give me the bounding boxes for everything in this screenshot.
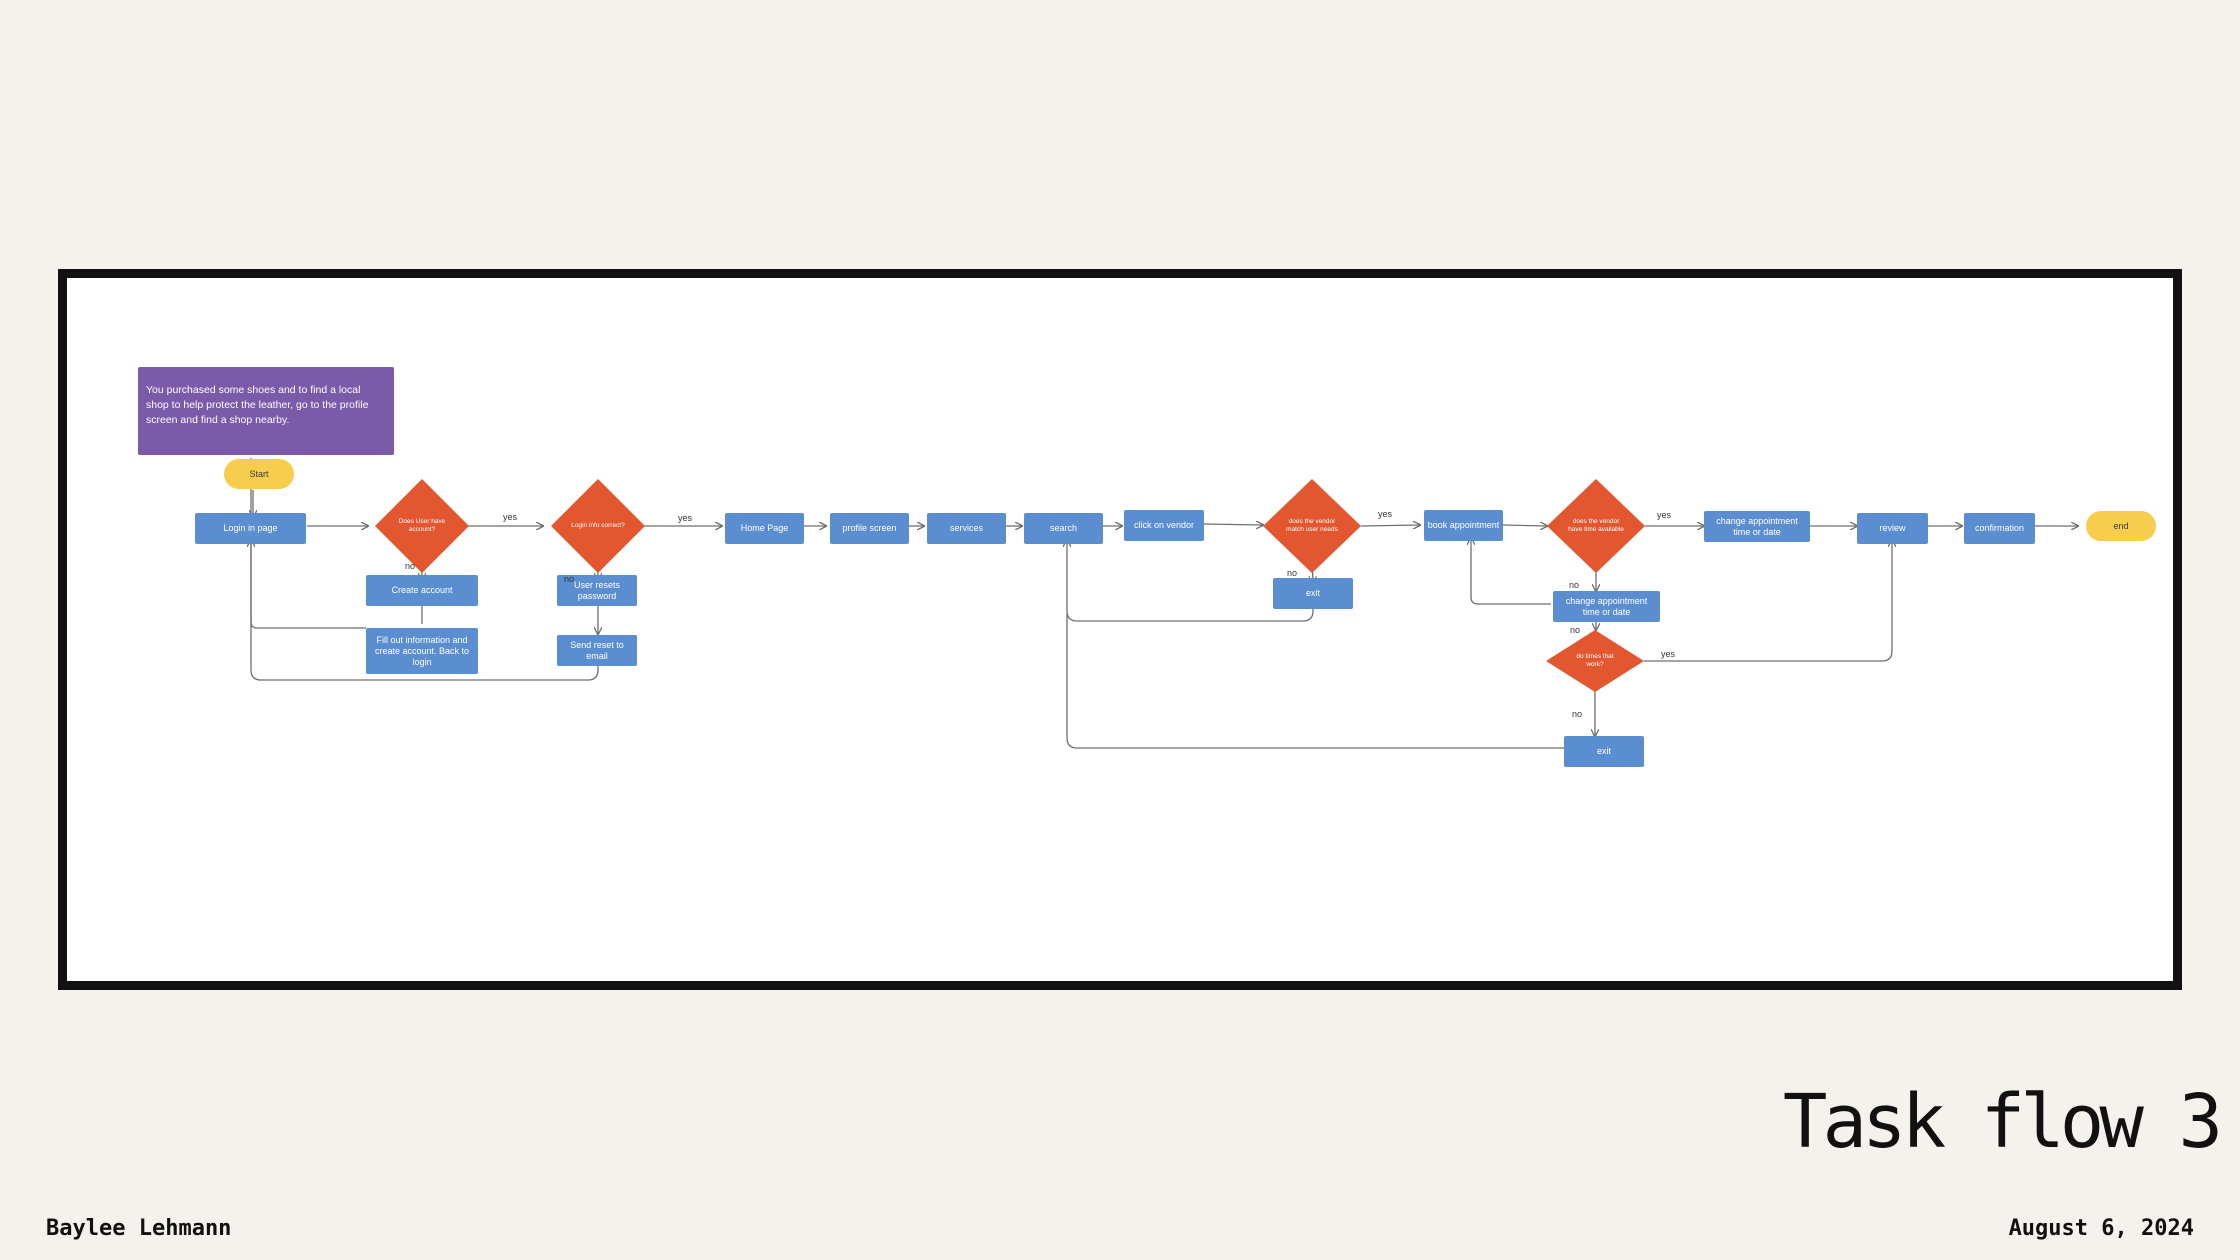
scenario-note: You purchased some shoes and to find a l… bbox=[138, 367, 394, 455]
send-reset-node: Send reset to email bbox=[557, 635, 637, 666]
home-page-node: Home Page bbox=[725, 513, 804, 544]
edge-label-timeswork-yes: yes bbox=[1661, 649, 1676, 659]
decision-times-work-shape bbox=[1546, 630, 1644, 692]
start-node: Start bbox=[224, 459, 294, 489]
confirmation-node: confirmation bbox=[1964, 513, 2035, 544]
connector-times-yes bbox=[1644, 540, 1892, 662]
decision-vendor-match-shape bbox=[1263, 479, 1361, 573]
edge-label-hasaccount-no: no bbox=[405, 561, 416, 571]
edge-label-vendortime-no: no bbox=[1569, 580, 1580, 590]
end-node: end bbox=[2086, 511, 2156, 541]
connector-layer bbox=[67, 458, 2173, 749]
review-node: review bbox=[1857, 513, 1928, 544]
decision-times-work: do times that work? bbox=[1576, 653, 1614, 668]
decision-vendor-match: does the vendor match user needs bbox=[1286, 518, 1338, 533]
exit-node-1: exit bbox=[1273, 578, 1353, 609]
author-name: Baylee Lehmann bbox=[46, 1216, 232, 1241]
edge-label-hasaccount-yes: yes bbox=[503, 512, 518, 522]
slide-date: August 6, 2024 bbox=[2008, 1216, 2194, 1241]
click-vendor-node: click on vendor bbox=[1124, 510, 1204, 541]
slide-title: Task flow 3 bbox=[1782, 1079, 2223, 1165]
decision-vendor-time-shape bbox=[1547, 479, 1645, 573]
edge-label-timeswork-no: no bbox=[1572, 709, 1583, 719]
reset-password-node: User resets password bbox=[557, 575, 637, 606]
connector-book-time bbox=[1502, 525, 1547, 526]
connector-vendor-match bbox=[1203, 524, 1263, 525]
connector-change2-book bbox=[1471, 538, 1551, 605]
edge-label-logincorrect-no: no bbox=[564, 574, 575, 584]
edge-label-vendormatch-yes: yes bbox=[1378, 509, 1393, 519]
decision-vendor-time: does the vendor have time available bbox=[1568, 518, 1624, 533]
create-account-node: Create account bbox=[366, 575, 478, 606]
decision-has-account: Does User have account? bbox=[398, 518, 446, 533]
edge-label-logincorrect-yes: yes bbox=[678, 513, 693, 523]
book-appointment-node: book appointment bbox=[1424, 510, 1503, 541]
services-node: services bbox=[927, 513, 1006, 544]
connector-send-login bbox=[250, 628, 599, 681]
decision-login-correct-shape bbox=[551, 479, 645, 573]
edge-label-change-no: no bbox=[1570, 625, 1581, 635]
change-appointment-node-1: change appointment time or date bbox=[1704, 511, 1810, 542]
connector-exit2-search bbox=[1066, 613, 1569, 749]
edge-label-vendortime-yes: yes bbox=[1657, 510, 1672, 520]
login-page-node: Login in page bbox=[195, 513, 306, 544]
fill-info-node: Fill out information and create account.… bbox=[366, 628, 478, 674]
decision-login-correct: Login info correct? bbox=[571, 522, 625, 529]
exit-node-2: exit bbox=[1564, 736, 1644, 767]
task-flow-diagram: You purchased some shoes and to find a l… bbox=[58, 269, 2182, 990]
change-appointment-node-2: change appointment time or date bbox=[1553, 591, 1660, 622]
connector-match-yes bbox=[1360, 525, 1420, 526]
search-node: search bbox=[1024, 513, 1103, 544]
edge-label-vendormatch-no: no bbox=[1287, 568, 1298, 578]
decision-has-account-shape bbox=[375, 479, 469, 573]
profile-screen-node: profile screen bbox=[830, 513, 909, 544]
